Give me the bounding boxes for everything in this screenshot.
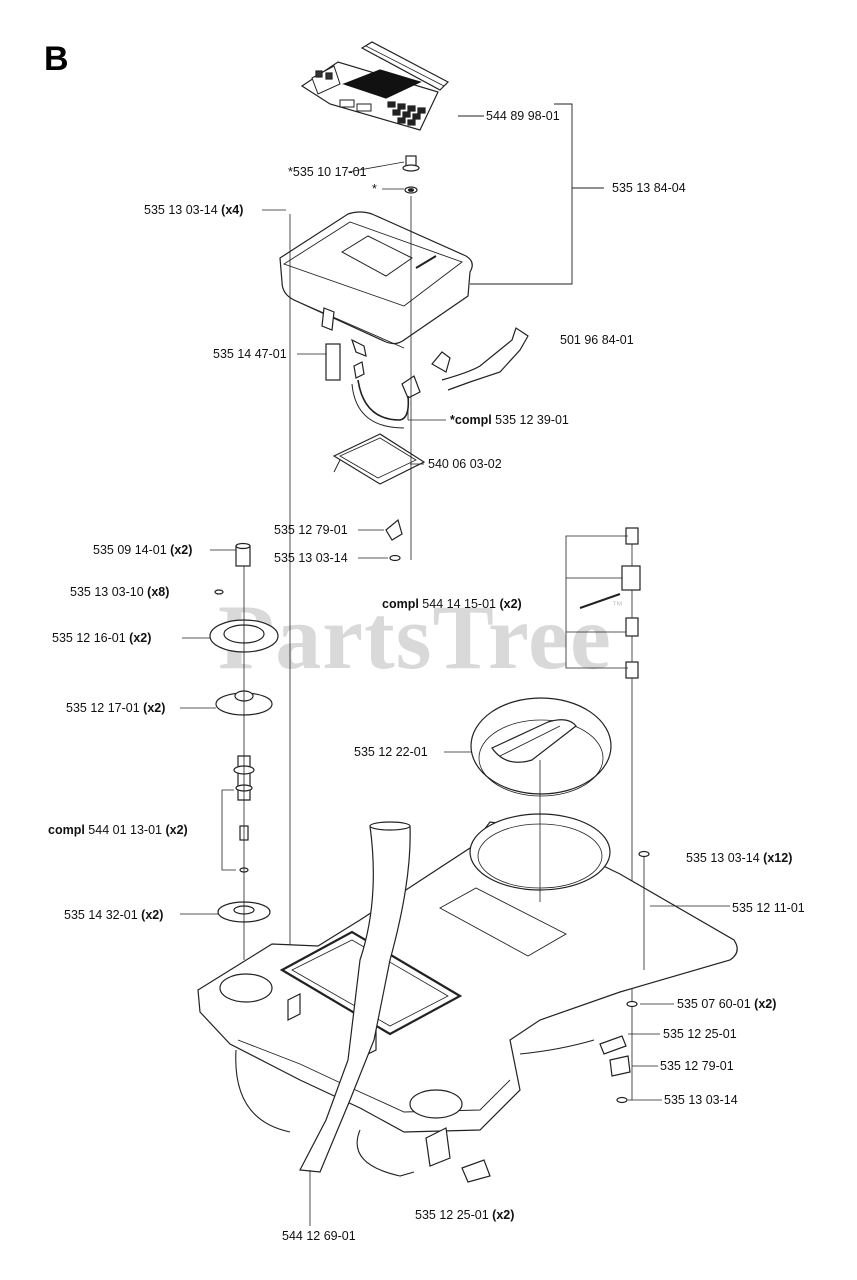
part-label: 535 12 22-01 xyxy=(354,745,428,759)
part-label: 535 12 17-01 (x2) xyxy=(66,701,166,715)
part-label: * xyxy=(372,182,377,196)
part-label: 535 12 25-01 (x2) xyxy=(415,1208,515,1222)
clip-535-12-79-01-lower xyxy=(609,1055,631,1077)
part-label: *compl 535 12 39-01 xyxy=(450,413,569,427)
gasket-535-12-25-01-bottom xyxy=(461,1159,491,1183)
part-label: 540 06 03-02 xyxy=(428,457,502,471)
part-label: 535 13 03-14 (x4) xyxy=(144,203,244,217)
gasket-535-12-25-01 xyxy=(599,1035,627,1055)
group-bracket-535-13-84-04 xyxy=(470,103,573,285)
cable-harness xyxy=(325,327,529,429)
round-lid xyxy=(470,697,612,797)
wire-bottom xyxy=(356,1129,415,1177)
part-label: 501 96 84-01 xyxy=(560,333,634,347)
part-label: 535 14 47-01 xyxy=(213,347,287,361)
clip-535-12-79-01-upper xyxy=(385,518,403,541)
ribbon-cable xyxy=(299,821,411,1226)
part-label: 535 13 03-14 xyxy=(664,1093,738,1107)
part-label: compl 544 01 13-01 (x2) xyxy=(48,823,188,837)
main-deck-housing xyxy=(197,760,738,1167)
control-housing xyxy=(279,211,473,357)
part-label: 535 09 14-01 (x2) xyxy=(93,543,193,557)
leader-lines xyxy=(180,161,730,1101)
circuit-board xyxy=(332,433,426,485)
watermark-trademark: ™ xyxy=(612,600,623,612)
part-label: 535 13 84-04 xyxy=(612,181,686,195)
part-label: 535 07 60-01 (x2) xyxy=(677,997,777,1011)
part-label: 544 12 69-01 xyxy=(282,1229,356,1243)
keypad-overlay xyxy=(300,41,450,131)
knob xyxy=(402,155,420,194)
part-label: 535 12 16-01 (x2) xyxy=(52,631,152,645)
part-label: 535 13 03-14 xyxy=(274,551,348,565)
section-letter: B xyxy=(44,40,69,78)
part-label: 535 13 03-10 (x8) xyxy=(70,585,170,599)
part-label: 535 12 11-01 xyxy=(732,901,805,915)
part-label: compl 544 14 15-01 (x2) xyxy=(382,597,522,611)
part-label: 544 89 98-01 xyxy=(486,109,560,123)
part-label: 535 14 32-01 (x2) xyxy=(64,908,164,922)
part-label: 535 12 79-01 xyxy=(274,523,348,537)
right-hinge-stack xyxy=(565,527,641,679)
part-label: 535 12 79-01 xyxy=(660,1059,734,1073)
part-label: 535 12 25-01 xyxy=(663,1027,737,1041)
wire-left xyxy=(235,1049,291,1133)
left-axle-stack xyxy=(209,542,279,960)
part-label: *535 10 17-01 xyxy=(288,165,367,179)
part-label: 535 13 03-14 (x12) xyxy=(686,851,793,865)
watermark: PartsTree xyxy=(218,586,612,688)
wire-right xyxy=(519,1039,595,1055)
